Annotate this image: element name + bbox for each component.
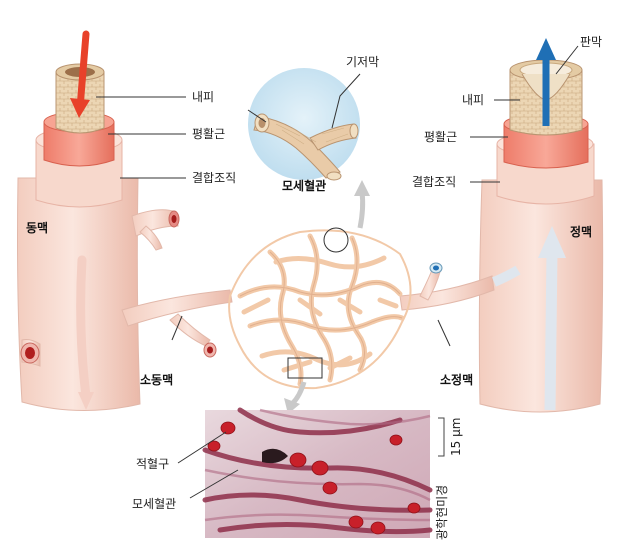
light-micrograph	[202, 407, 445, 538]
label-basement-membrane: 기저막	[346, 55, 379, 69]
label-capillary-inset: 모세혈관	[282, 178, 326, 193]
arrow-to-capillary-inset	[357, 191, 366, 229]
label-capillary-micro: 모세혈관	[132, 497, 176, 511]
scale-bar	[438, 417, 445, 457]
zoom-box-marker	[287, 357, 323, 379]
label-inner-lining-left: 내피	[192, 90, 214, 104]
label-valve: 판막	[580, 35, 602, 49]
label-connective-right: 결합조직	[412, 175, 456, 189]
label-inner-lining-right: 내피	[462, 93, 484, 107]
zoom-circle-marker	[323, 227, 349, 253]
capillary-inset	[248, 68, 360, 181]
vein-vessel	[478, 38, 604, 413]
artery-flow-arrow	[76, 30, 90, 112]
artery-vessel	[17, 30, 180, 412]
label-red-blood-cell: 적혈구	[136, 457, 169, 471]
label-venule: 소정맥	[440, 372, 473, 387]
label-scale-bar: 15 µm	[449, 418, 463, 456]
capillary-network	[121, 227, 521, 390]
label-arteriole: 소동맥	[140, 372, 173, 387]
label-light-microscope: 광학현미경	[435, 485, 449, 540]
label-smooth-muscle-right: 평활근	[424, 130, 457, 144]
label-connective-left: 결합조직	[192, 171, 236, 185]
label-artery: 동맥	[26, 220, 48, 235]
label-vein: 정맥	[570, 224, 592, 239]
leader-lines	[96, 45, 579, 499]
label-smooth-muscle-left: 평활근	[192, 127, 225, 141]
